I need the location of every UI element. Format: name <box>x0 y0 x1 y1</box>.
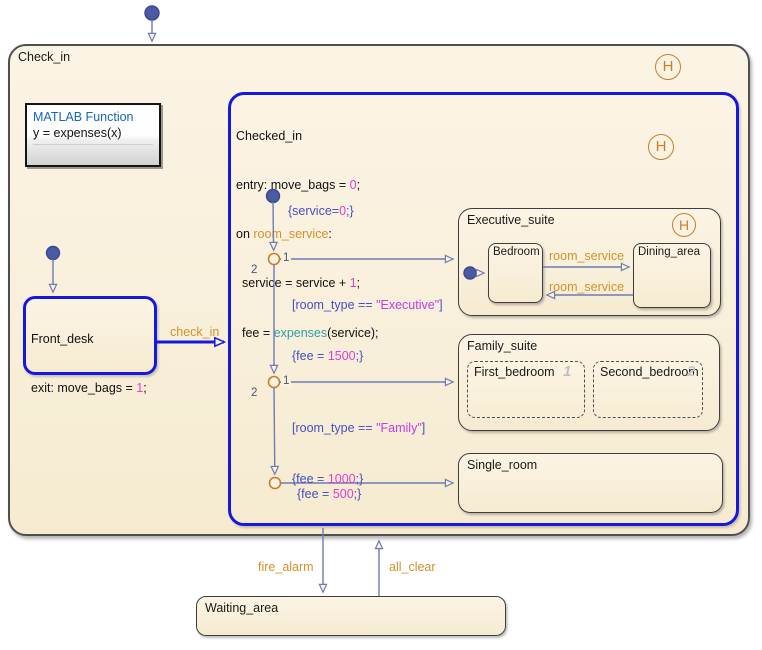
state-single-room-label: Single_room <box>459 454 722 472</box>
transition-label-fire-alarm-event[interactable]: fire_alarm <box>258 559 314 576</box>
state-family-suite-label: Family_suite <box>459 335 719 353</box>
transition-label-single-room-fee[interactable]: {fee = 500;} <box>297 486 361 503</box>
state-check-in-label: Check_in <box>10 46 748 64</box>
first-bedroom-order-number: 1 <box>563 363 571 380</box>
state-dining-area[interactable]: Dining_area <box>633 243 711 308</box>
transition-label-room-service-to[interactable]: room_service <box>549 248 624 265</box>
transition-label-all-clear-event[interactable]: all_clear <box>389 559 436 576</box>
matlab-function-code: y = expenses(x) <box>33 126 153 146</box>
state-waiting-area[interactable]: Waiting_area <box>196 596 506 636</box>
history-junction-icon[interactable]: H <box>655 54 681 80</box>
transition-label-init-action[interactable]: {service=0;} <box>288 203 354 220</box>
state-front-desk-label: Front_desk <box>31 331 147 347</box>
transition-label-check-in-event[interactable]: check_in <box>170 324 219 341</box>
history-junction-icon[interactable]: H <box>672 213 696 237</box>
junction2-branch-2-number: 2 <box>251 387 257 399</box>
state-second-bedroom-label: Second_bedroom <box>594 362 702 379</box>
family-condition: [room_type == "Family"] <box>292 420 425 437</box>
junction1-branch-2-number: 2 <box>251 264 257 276</box>
state-single-room[interactable]: Single_room <box>458 453 723 513</box>
junction2-branch-1-number: 1 <box>281 375 291 387</box>
state-front-desk-text: Front_desk exit: move_bags = 1; <box>31 298 147 429</box>
executive-condition: [room_type == "Executive"] <box>292 297 443 314</box>
state-checked-in-on-event: on room_service: <box>236 226 379 242</box>
history-junction-icon[interactable]: H <box>648 134 674 160</box>
state-bedroom-label: Bedroom <box>489 244 542 258</box>
state-dining-area-label: Dining_area <box>634 244 710 258</box>
matlab-function-block[interactable]: MATLAB Function y = expenses(x) <box>25 103 161 167</box>
transition-label-room-service-back[interactable]: room_service <box>549 279 624 296</box>
state-checked-in-label: Checked_in <box>236 128 379 144</box>
state-checked-in-entry-action: entry: move_bags = 0; <box>236 177 379 193</box>
state-waiting-area-label: Waiting_area <box>197 597 505 615</box>
default-transition-check-in[interactable] <box>145 6 159 41</box>
state-front-desk-exit-action: exit: move_bags = 1; <box>31 380 147 396</box>
junction1-branch-1-number: 1 <box>281 252 291 264</box>
state-bedroom[interactable]: Bedroom <box>488 243 543 303</box>
transition-label-executive[interactable]: [room_type == "Executive"] {fee = 1500;} <box>292 263 443 399</box>
matlab-function-title: MATLAB Function <box>33 110 153 126</box>
second-bedroom-order-number: 2 <box>687 363 695 380</box>
executive-fee-action: {fee = 1500;} <box>292 348 443 365</box>
